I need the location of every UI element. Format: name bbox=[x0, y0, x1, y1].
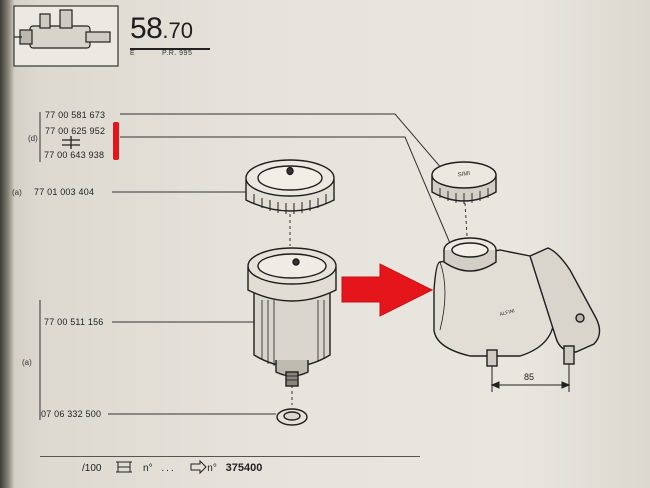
equivalence-symbol bbox=[62, 136, 80, 149]
footer-dots: ... bbox=[161, 463, 176, 474]
group-label-d: (d) bbox=[28, 134, 38, 143]
red-arrow bbox=[341, 263, 434, 317]
footer-rule bbox=[40, 456, 420, 457]
fluid-reservoir bbox=[247, 247, 337, 387]
page-binding-shadow bbox=[0, 0, 14, 488]
header-code-right: P.R. 995 bbox=[162, 50, 193, 57]
footer-number: 375400 bbox=[225, 462, 263, 474]
footer-gear-icon bbox=[116, 461, 132, 473]
header-code-left: E bbox=[130, 50, 136, 57]
reservoir-cap bbox=[245, 159, 335, 214]
master-cylinder-thumbnail-icon bbox=[14, 9, 111, 49]
reservoir-tank: ALFINI bbox=[433, 237, 601, 367]
small-filler-cap bbox=[431, 161, 497, 204]
footer-n-label-2: n° bbox=[207, 463, 217, 474]
reservoir-shading bbox=[261, 300, 325, 366]
leader-lines bbox=[108, 113, 468, 415]
section-number: 58.70 bbox=[130, 12, 193, 45]
group-label-a-cap: (a) bbox=[12, 188, 22, 197]
highlight-marker bbox=[113, 122, 119, 160]
part-number-3: 77 00 643 938 bbox=[44, 150, 105, 160]
footer-n-label-1: n° bbox=[143, 463, 153, 474]
sealing-washer bbox=[276, 408, 308, 426]
svg-text:ALFINI: ALFINI bbox=[499, 308, 516, 318]
dimension-line bbox=[490, 364, 571, 392]
part-number-5: 77 00 511 156 bbox=[44, 317, 104, 327]
cap-knurling bbox=[253, 194, 327, 214]
dimension-label: 85 bbox=[524, 372, 535, 382]
cap-stamp: SIMI bbox=[457, 171, 470, 179]
footer: /100 n° ... n° 375400 bbox=[82, 462, 262, 474]
group-label-a-reservoir: (a) bbox=[22, 358, 32, 367]
part-number-1: 77 00 581 673 bbox=[45, 110, 106, 120]
part-number-4: 77 01 003 404 bbox=[34, 187, 95, 197]
footer-arrow-icon bbox=[190, 459, 207, 475]
section-underline bbox=[130, 48, 210, 50]
part-number-6: 07 06 332 500 bbox=[41, 409, 102, 419]
footer-fraction: /100 bbox=[82, 463, 102, 474]
part-number-2: 77 00 625 952 bbox=[45, 126, 106, 136]
